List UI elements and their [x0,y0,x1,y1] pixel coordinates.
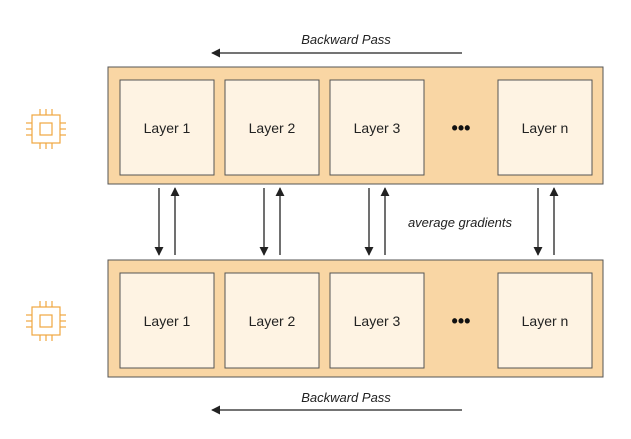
bottom-chip-icon [26,301,66,341]
bottom-ellipsis: ••• [452,311,471,331]
top-ellipsis: ••• [452,118,471,138]
top-layer-label: Layer n [522,120,569,136]
bottom-layer-box-2: Layer 2 [224,272,320,369]
bottom-layer-label: Layer 2 [249,313,296,329]
bottom-layer-box-n: Layer n [497,272,593,369]
top-layer-box-2: Layer 2 [224,79,320,176]
bottom-layer-box-1: Layer 1 [119,272,215,369]
top-layer-box-1: Layer 1 [119,79,215,176]
bottom-layer-label: Layer 1 [144,313,191,329]
top-layer-label: Layer 3 [354,120,401,136]
bottom-layer-label: Layer 3 [354,313,401,329]
top-chip-icon [26,109,66,149]
top-layer-label: Layer 2 [249,120,296,136]
top-layer-box-3: Layer 3 [329,79,425,176]
bottom-layer-box-3: Layer 3 [329,272,425,369]
gradient-arrows [154,187,559,256]
top-layer-label: Layer 1 [144,120,191,136]
top-layer-box-n: Layer n [497,79,593,176]
average-gradients-label: average gradients [408,215,513,230]
bottom-backward-pass-label: Backward Pass [301,390,391,405]
bottom-layer-label: Layer n [522,313,569,329]
top-backward-pass-label: Backward Pass [301,32,391,47]
